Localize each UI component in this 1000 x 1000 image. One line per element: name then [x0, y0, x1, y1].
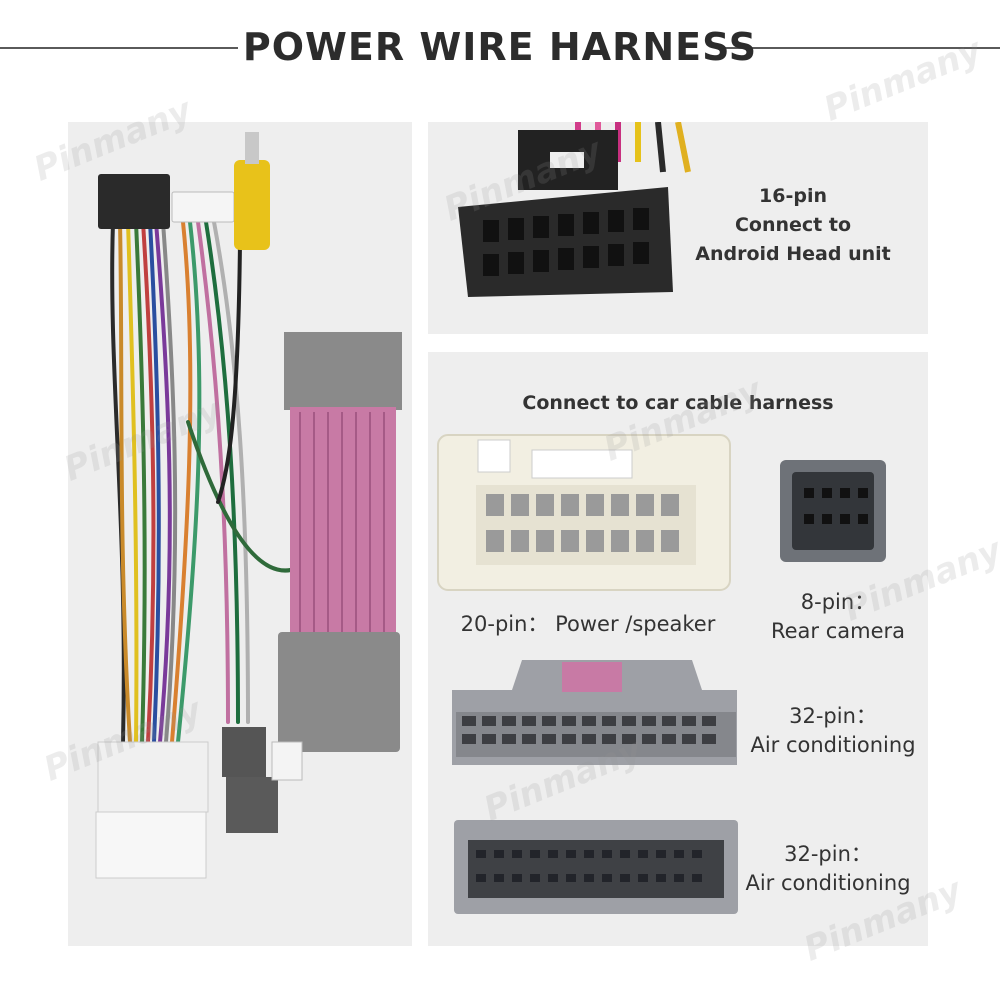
pin16-connector-image	[458, 122, 691, 297]
title-rule-left	[0, 47, 238, 49]
pin32b-label: 32-pin： Air conditioning	[733, 840, 923, 898]
pin32a-label: 32-pin： Air conditioning	[743, 702, 923, 760]
car-harness-panel: Connect to car cable harness 20-pin： Pow…	[428, 352, 928, 946]
harness-photo-panel	[68, 122, 412, 946]
pin32a-line2: Air conditioning	[750, 733, 916, 757]
pin8-connector-image	[780, 460, 886, 562]
car-harness-heading: Connect to car cable harness	[522, 392, 834, 414]
page-title: POWER WIRE HARNESS	[242, 25, 758, 69]
pin32b-connector-image	[454, 820, 738, 914]
pin8-line2: Rear camera	[770, 619, 906, 643]
pin8-label: 8-pin： Rear camera	[758, 588, 918, 646]
pin20-label: 20-pin： Power /speaker	[460, 612, 716, 636]
pin32a-connector-image	[452, 660, 737, 765]
pin32b-line2: Air conditioning	[745, 871, 911, 895]
pin20-connector-image	[437, 434, 731, 591]
pin16-label: 16-pin Connect to Android Head unit	[678, 182, 908, 269]
pin16-line1: 16-pin	[759, 185, 827, 207]
pin32a-line1: 32-pin：	[789, 704, 877, 728]
pin8-line1: 8-pin：	[800, 590, 876, 614]
pin16-line3: Android Head unit	[695, 243, 891, 265]
pin16-panel: 16-pin Connect to Android Head unit	[428, 122, 928, 334]
pin32b-line1: 32-pin：	[784, 842, 872, 866]
wire-harness-image	[95, 132, 402, 879]
title-rule-right	[716, 47, 1000, 49]
pin16-line2: Connect to	[734, 214, 852, 236]
